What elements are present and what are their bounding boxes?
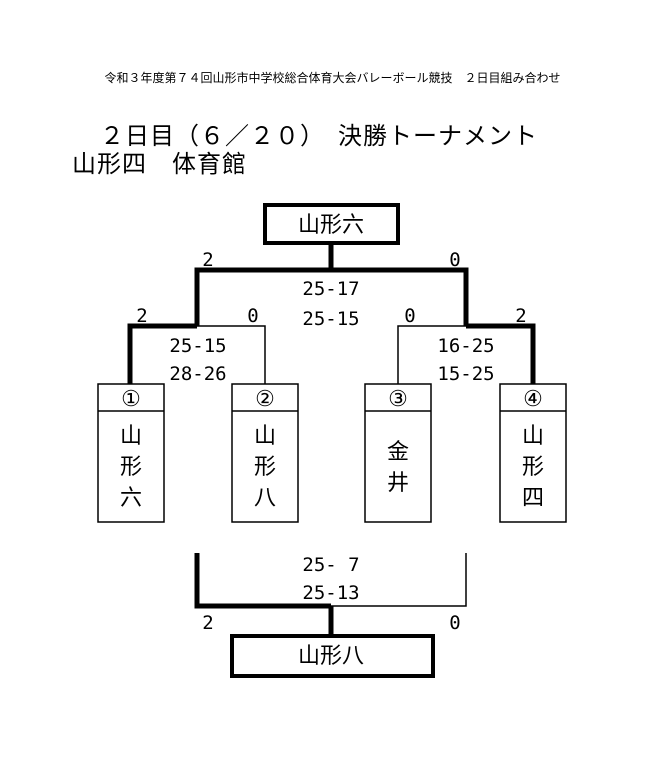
team-seed: ②	[255, 387, 275, 412]
third-place-box	[230, 634, 435, 678]
champion-label: 山形六	[298, 213, 364, 238]
final-set-2: 25-15	[302, 308, 359, 330]
round-title: ２日目（６／２０） 決勝トーナメント	[100, 122, 538, 150]
venue-label: 山形四 体育館	[72, 150, 247, 178]
team-name-char: 金	[387, 440, 409, 465]
sf2-left-path	[397, 325, 466, 384]
sf2-right-path	[466, 323, 536, 384]
final-left-score: 2	[202, 249, 213, 271]
tp-right-score: 0	[449, 612, 460, 634]
team-seed: ①	[121, 387, 141, 412]
final-right-path	[331, 267, 469, 326]
tp-set-1: 25- 7	[302, 554, 359, 576]
team-card: ④ 山 形 四	[499, 383, 567, 523]
final-left-path	[194, 267, 331, 326]
third-place-label: 山形八	[298, 644, 364, 669]
team-name-char: 形	[522, 455, 544, 480]
sf2-right-score: 2	[515, 305, 526, 327]
sf1-right-score: 0	[247, 305, 258, 327]
sf2-set-2: 15-25	[437, 363, 494, 385]
sf1-set-2: 28-26	[169, 363, 226, 385]
final-right-score: 0	[449, 249, 460, 271]
team-seed: ③	[388, 387, 408, 412]
team-name-char: 四	[522, 486, 544, 511]
sf2-left-score: 0	[404, 305, 415, 327]
sf1-left-score: 2	[136, 305, 147, 327]
tp-left-score: 2	[202, 612, 213, 634]
sf2-set-1: 16-25	[437, 335, 494, 357]
sf1-set-1: 25-15	[169, 335, 226, 357]
sf1-right-path	[197, 325, 266, 384]
team-name-char: 形	[254, 455, 276, 480]
sf1-left-path	[127, 323, 197, 384]
team-name-char: 山	[120, 424, 142, 449]
team-name-char: 山	[522, 424, 544, 449]
team-card: ② 山 形 八	[231, 383, 299, 523]
team-name-char: 井	[387, 471, 409, 496]
team-card: ③ 金 井	[364, 383, 432, 523]
header-title: 令和３年度第７４回山形市中学校総合体育大会バレーボール競技 ２日目組み合わせ	[104, 71, 561, 85]
team-name-char: 山	[254, 424, 276, 449]
tp-right-path	[331, 553, 467, 607]
team-name-char: 八	[254, 486, 276, 511]
tp-left-path	[194, 553, 331, 609]
team-name-char: 形	[120, 455, 142, 480]
final-set-1: 25-17	[302, 278, 359, 300]
team-name-char: 六	[120, 486, 142, 511]
tp-set-2: 25-13	[302, 582, 359, 604]
team-card: ① 山 形 六	[97, 383, 165, 523]
team-seed: ④	[523, 387, 543, 412]
